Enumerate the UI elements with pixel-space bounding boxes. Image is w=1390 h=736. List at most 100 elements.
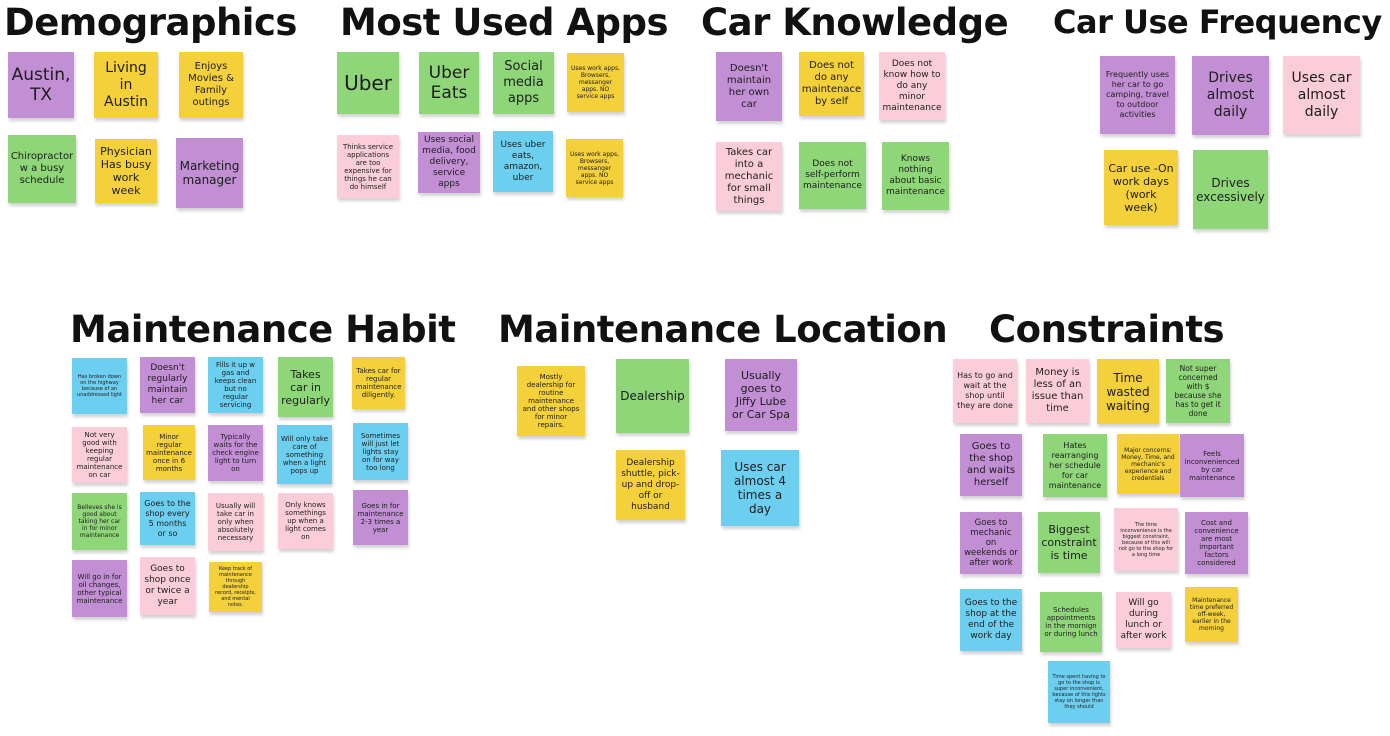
sticky-note[interactable]: Dealership shuttle, pick-up and drop-off… <box>616 450 685 520</box>
sticky-note-text: Uber Eats <box>428 63 470 103</box>
sticky-note[interactable]: Money is less of an issue than time <box>1026 359 1089 423</box>
sticky-note[interactable]: Does not do any maintenace by self <box>799 52 864 116</box>
sticky-note-text: Living in Austin <box>104 59 148 110</box>
sticky-note[interactable]: Maintenance time preferred off-week, ear… <box>1185 587 1238 642</box>
sticky-note[interactable]: Chiropractor w a busy schedule <box>8 135 76 203</box>
sticky-note-text: Cost and convenience are most important … <box>1194 519 1239 567</box>
sticky-note[interactable]: Car use -On work days (work week) <box>1104 150 1178 225</box>
section-title-constraints: Constraints <box>989 308 1225 351</box>
sticky-note-text: Uses car almost 4 times a day <box>733 460 787 516</box>
sticky-note[interactable]: Time spent having to go to the shop is s… <box>1048 661 1110 723</box>
sticky-note[interactable]: Takes car into a mechanic for small thin… <box>716 142 782 211</box>
sticky-note[interactable]: Uber Eats <box>419 52 479 114</box>
sticky-note[interactable]: Austin, TX <box>8 52 74 118</box>
sticky-note[interactable]: Has broken down on the highway because o… <box>72 358 127 414</box>
sticky-note[interactable]: Uber <box>337 52 399 114</box>
sticky-note[interactable]: Cost and convenience are most important … <box>1185 512 1248 574</box>
sticky-note[interactable]: Time wasted waiting <box>1097 359 1159 424</box>
sticky-note[interactable]: Does not self-perform maintenance <box>799 142 866 209</box>
sticky-note[interactable]: Believes she is good about taking her ca… <box>72 493 127 550</box>
sticky-note[interactable]: Thinks service applications are too expe… <box>337 135 399 198</box>
sticky-note-text: Feels inconvenienced by car maintenance <box>1184 449 1240 482</box>
sticky-note-text: Frequently uses her car to go camping, t… <box>1105 70 1170 119</box>
sticky-note-text: Does not do any maintenace by self <box>801 60 862 107</box>
sticky-note[interactable]: Major concerns: Money, Time, and mechani… <box>1117 434 1179 494</box>
sticky-note-text: Maintenance time preferred off-week, ear… <box>1189 597 1234 632</box>
sticky-note[interactable]: Enjoys Movies & Family outings <box>179 52 243 118</box>
sticky-note[interactable]: Goes to the shop at the end of the work … <box>960 589 1022 651</box>
sticky-note[interactable]: Uses uber eats, amazon, uber <box>493 131 553 192</box>
sticky-note[interactable]: Goes to shop once or twice a year <box>140 557 195 615</box>
sticky-note[interactable]: Feels inconvenienced by car maintenance <box>1180 434 1244 497</box>
sticky-note-text: Will only take care of something when a … <box>281 434 329 475</box>
sticky-note[interactable]: Not very good with keeping regular maint… <box>72 427 127 483</box>
sticky-note[interactable]: Sometimes will just let lights stay on f… <box>353 423 408 480</box>
sticky-note-text: Time spent having to go to the shop is s… <box>1052 674 1106 710</box>
sticky-note[interactable]: Physician Has busy work week <box>95 139 157 203</box>
sticky-note[interactable]: Uses social media, food delivery, servic… <box>418 132 480 193</box>
sticky-note[interactable]: Uses car almost daily <box>1283 56 1360 134</box>
sticky-note-text: Uber <box>344 71 392 95</box>
sticky-note[interactable]: Goes to the shop every 5 months or so <box>140 492 195 545</box>
sticky-note[interactable]: Will only take care of something when a … <box>277 425 332 484</box>
sticky-note[interactable]: Keep track of maintenance through dealer… <box>209 562 262 612</box>
sticky-note[interactable]: Uses car almost 4 times a day <box>721 450 799 526</box>
sticky-note[interactable]: Minor regular maintenance once in 6 mont… <box>143 425 195 480</box>
sticky-note[interactable]: Does not know how to do any minor mainte… <box>879 52 945 120</box>
sticky-note-text: Physician Has busy work week <box>100 145 152 197</box>
section-title-maintenance-location: Maintenance Location <box>498 308 948 351</box>
sticky-note[interactable]: Takes car for regular maintenance dilige… <box>352 357 405 409</box>
sticky-note[interactable]: Only knows somethings up when a light co… <box>278 493 333 549</box>
sticky-note-text: Only knows somethings up when a light co… <box>285 501 326 541</box>
sticky-note-text: Uses work apps, Browsers, messanger apps… <box>570 150 619 186</box>
sticky-note[interactable]: Dealership <box>616 359 689 433</box>
sticky-note[interactable]: Hates rearranging her schedule for car m… <box>1043 434 1107 497</box>
sticky-note[interactable]: Social media apps <box>493 52 554 114</box>
sticky-note[interactable]: Goes to mechanic on weekends or after wo… <box>960 512 1022 574</box>
sticky-note-text: Social media apps <box>503 59 544 106</box>
sticky-note[interactable]: Knows nothing about basic maintenance <box>882 142 949 210</box>
sticky-note-text: Knows nothing about basic maintenance <box>886 154 945 197</box>
sticky-note[interactable]: Biggest constraint is time <box>1038 512 1100 573</box>
sticky-note[interactable]: Goes to the shop and waits herself <box>960 434 1022 496</box>
sticky-note[interactable]: Usually will take car in only when absol… <box>208 493 263 551</box>
sticky-note-text: Will go in for oil changes, other typica… <box>76 572 123 605</box>
sticky-note[interactable]: Mostly dealership for routine maintenanc… <box>517 366 585 436</box>
sticky-note-text: Hates rearranging her schedule for car m… <box>1048 440 1102 490</box>
sticky-note-text: Doesn't maintain her own car <box>726 62 772 110</box>
sticky-note-text: Doesn't regularly maintain her car <box>147 363 188 406</box>
sticky-note-text: Time wasted waiting <box>1106 370 1150 413</box>
sticky-note-text: Car use -On work days (work week) <box>1108 161 1174 214</box>
sticky-note[interactable]: Schedules appointments in the mornign or… <box>1040 592 1102 652</box>
sticky-note[interactable]: Usually goes to Jiffy Lube or Car Spa <box>725 359 797 431</box>
sticky-note-text: Thinks service applications are too expe… <box>342 142 394 191</box>
sticky-note[interactable]: Living in Austin <box>94 52 158 118</box>
sticky-note[interactable]: Will go during lunch or after work <box>1116 592 1171 648</box>
sticky-note[interactable]: Frequently uses her car to go camping, t… <box>1100 56 1175 134</box>
sticky-note[interactable]: Fills it up w gas and keeps clean but no… <box>208 357 263 413</box>
sticky-note[interactable]: Uses work apps, Browsers, messanger apps… <box>566 139 623 197</box>
sticky-note[interactable]: Goes in for maintenance 2-3 times a year <box>353 490 408 545</box>
sticky-note[interactable]: Doesn't regularly maintain her car <box>140 357 195 413</box>
sticky-note-text: Uses car almost daily <box>1291 69 1352 120</box>
section-title-demographics: Demographics <box>4 1 297 44</box>
sticky-note-text: Does not know how to do any minor mainte… <box>882 58 942 113</box>
sticky-note-text: Believes she is good about taking her ca… <box>77 504 122 539</box>
section-title-car-knowledge: Car Knowledge <box>701 1 1009 44</box>
sticky-note[interactable]: Not super concerned with $ because she h… <box>1166 359 1230 423</box>
sticky-note[interactable]: Doesn't maintain her own car <box>716 52 782 121</box>
sticky-note[interactable]: The time inconvenience is the biggest co… <box>1114 508 1178 571</box>
sticky-note-text: Dealership <box>620 389 685 403</box>
sticky-note-text: Major concerns: Money, Time, and mechani… <box>1121 446 1175 482</box>
sticky-note[interactable]: Drives excessively <box>1193 150 1268 229</box>
sticky-note[interactable]: Takes car in regularly <box>278 357 333 417</box>
sticky-note[interactable]: Will go in for oil changes, other typica… <box>72 560 127 617</box>
sticky-note[interactable]: Typically waits for the check engine lig… <box>208 425 263 481</box>
sticky-note[interactable]: Has to go and wait at the shop until the… <box>953 359 1017 423</box>
sticky-note[interactable]: Marketing manager <box>176 138 243 208</box>
sticky-note[interactable]: Drives almost daily <box>1192 56 1269 135</box>
section-title-most-used-apps: Most Used Apps <box>340 1 669 44</box>
sticky-note-text: Takes car in regularly <box>281 367 330 407</box>
sticky-note[interactable]: Uses work apps, Browsers, messanger apps… <box>567 53 624 112</box>
sticky-note-text: Money is less of an issue than time <box>1031 367 1084 414</box>
